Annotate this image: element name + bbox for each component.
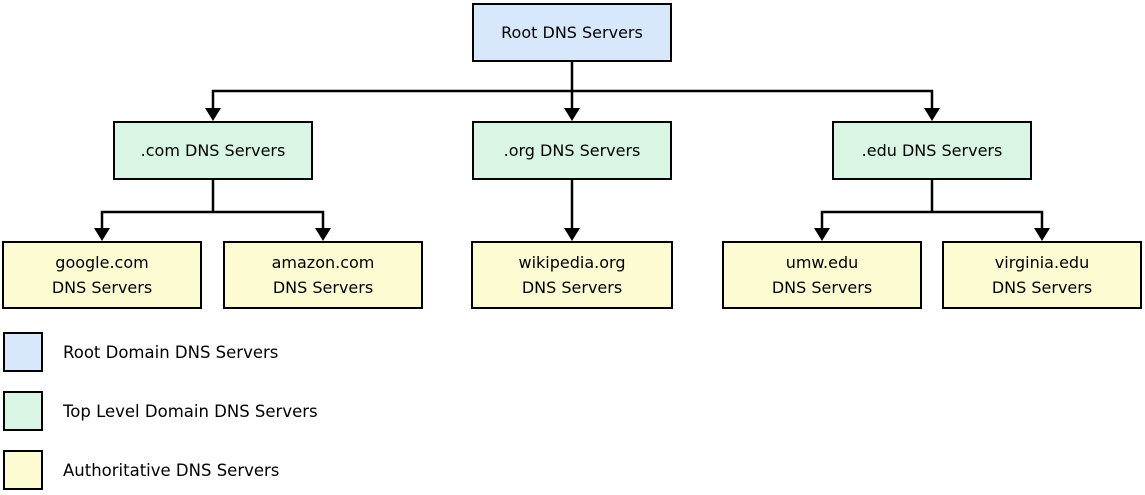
node-edu-dns-servers: .edu DNS Servers [832, 121, 1032, 180]
legend-label-top-level-domain: Top Level Domain DNS Servers [63, 401, 318, 421]
arrowhead-to-com-left [205, 108, 221, 121]
arrowhead-to-virginia [1034, 228, 1050, 241]
node-com-label: .com DNS Servers [140, 141, 286, 160]
arrowhead-to-google [94, 228, 110, 241]
arrowhead-to-umw [814, 228, 830, 241]
legend-item-top-level-domain: Top Level Domain DNS Servers [3, 391, 318, 431]
edge-root-tlds [211, 89, 934, 110]
node-edu-label: .edu DNS Servers [861, 141, 1003, 160]
node-amazon-label-line1: amazon.com [271, 253, 375, 272]
node-amazon-label-line2: DNS Servers [272, 278, 374, 297]
legend-item-authoritative: Authoritative DNS Servers [3, 450, 279, 490]
node-virginia-dns-servers: virginia.edu DNS Servers [942, 241, 1142, 309]
edge-com-children [100, 210, 325, 229]
node-umw-label-line1: umw.edu [785, 253, 859, 272]
legend-swatch-authoritative [3, 450, 43, 490]
arrowhead-to-edu [924, 108, 940, 121]
legend-swatch-root-domain [3, 332, 43, 372]
node-google-dns-servers: google.com DNS Servers [2, 241, 202, 309]
node-org-label: .org DNS Servers [503, 141, 641, 160]
legend-item-root-domain: Root Domain DNS Servers [3, 332, 278, 372]
arrowhead-to-amazon [315, 228, 331, 241]
arrowhead-to-com [564, 108, 580, 121]
legend-label-root-domain: Root Domain DNS Servers [63, 342, 279, 362]
arrowhead-to-wikipedia [564, 228, 580, 241]
node-root-label: Root DNS Servers [501, 23, 643, 42]
node-virginia-label-line1: virginia.edu [994, 253, 1090, 272]
node-virginia-label-line2: DNS Servers [991, 278, 1093, 297]
node-root-dns-servers: Root DNS Servers [472, 3, 672, 62]
node-wikipedia-label-line2: DNS Servers [521, 278, 623, 297]
node-wikipedia-label-line1: wikipedia.org [518, 253, 626, 272]
node-org-dns-servers: .org DNS Servers [472, 121, 672, 180]
legend-swatch-top-level-domain [3, 391, 43, 431]
node-google-label-line2: DNS Servers [51, 278, 153, 297]
edge-edu-children [820, 210, 1044, 229]
legend-label-authoritative: Authoritative DNS Servers [63, 460, 280, 480]
node-com-dns-servers: .com DNS Servers [113, 121, 313, 180]
node-wikipedia-dns-servers: wikipedia.org DNS Servers [471, 241, 673, 309]
node-umw-dns-servers: umw.edu DNS Servers [722, 241, 922, 309]
node-umw-label-line2: DNS Servers [771, 278, 873, 297]
node-amazon-dns-servers: amazon.com DNS Servers [223, 241, 423, 309]
node-google-label-line1: google.com [55, 253, 149, 272]
